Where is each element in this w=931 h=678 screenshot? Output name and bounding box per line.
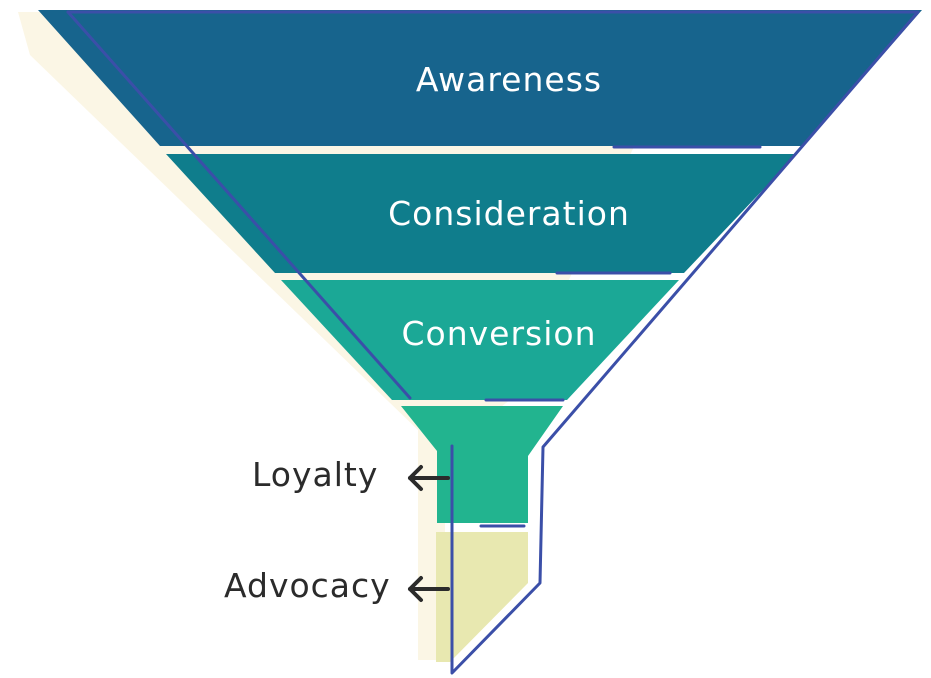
awareness-label: Awareness [416, 60, 602, 99]
advocacy-segment [436, 532, 528, 662]
advocacy-arrow-icon [408, 576, 450, 602]
consideration-segment [166, 154, 797, 273]
conversion-segment [281, 280, 679, 400]
advocacy-label: Advocacy [224, 566, 391, 605]
conversion-label: Conversion [401, 314, 596, 353]
loyalty-segment [401, 406, 563, 523]
funnel-outline [66, 10, 920, 675]
awareness-segment [38, 10, 922, 146]
loyalty-label: Loyalty [252, 455, 378, 494]
loyalty-arrow-icon [408, 465, 450, 491]
consideration-label: Consideration [388, 194, 630, 233]
